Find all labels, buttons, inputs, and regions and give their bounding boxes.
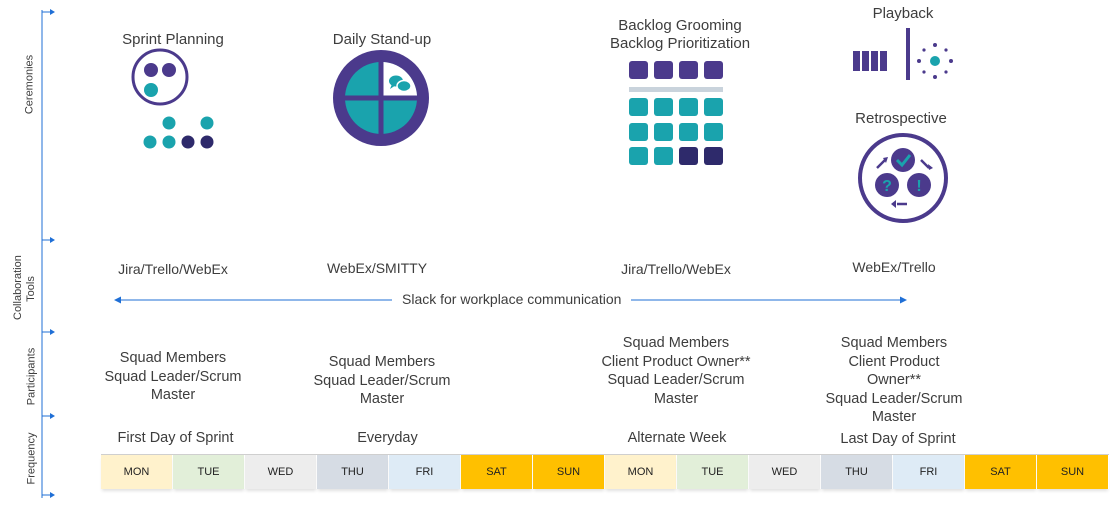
ceremony-title-daily-standup: Daily Stand-up — [332, 31, 432, 48]
svg-text:!: ! — [916, 178, 921, 195]
frequency-sprint-planning: First Day of Sprint — [117, 430, 234, 446]
frequency-backlog: Alternate Week — [627, 430, 727, 446]
calendar-day-mon: MON — [101, 455, 173, 489]
slack-label: Slack for workplace communication — [392, 291, 632, 307]
left-axis — [41, 9, 55, 498]
calendar-day-sun: SUN — [533, 455, 605, 489]
calendar-day-sat: SAT — [461, 455, 533, 489]
participant-line: Squad Leader/Scrum — [825, 390, 963, 407]
participant-line: Master — [359, 391, 405, 407]
ceremony-title-sprint-planning: Sprint Planning — [122, 31, 224, 48]
calendar-day-fri: FRI — [893, 455, 965, 489]
row-label-collaboration-text: Collaboration Tools — [12, 255, 37, 320]
participant-line: Squad Members — [840, 335, 948, 351]
participant-line: Owner** — [867, 372, 921, 388]
backlog-grid-icon — [629, 61, 723, 165]
calendar-day-sun: SUN — [1037, 455, 1109, 489]
participant-line: Squad Leader/Scrum — [313, 372, 451, 389]
svg-text:?: ? — [882, 178, 892, 195]
tool-backlog: Jira/Trello/WebEx — [621, 261, 731, 277]
daily-standup-icon — [333, 50, 429, 146]
participant-line: Squad Members — [622, 335, 730, 351]
participant-line: Client Product Owner** — [601, 353, 751, 370]
row-label-frequency: Frequency — [25, 432, 38, 485]
tool-daily-standup: WebEx/SMITTY — [326, 260, 428, 276]
participant-line: Squad Members — [328, 354, 436, 370]
calendar-day-tue: TUE — [173, 455, 245, 489]
ceremony-title-backlog-line1: Backlog Grooming — [618, 17, 742, 34]
calendar-day-tue: TUE — [677, 455, 749, 489]
frequency-playback: Last Day of Sprint — [840, 431, 956, 447]
calendar-day-thu: THU — [821, 455, 893, 489]
ceremony-title-retrospective: Retrospective — [855, 110, 947, 127]
calendar-day-wed: WED — [749, 455, 821, 489]
row-label-participants: Participants — [25, 347, 38, 406]
calendar-day-thu: THU — [317, 455, 389, 489]
participant-line: Client Product — [848, 353, 940, 370]
calendar-day-mon: MON — [605, 455, 677, 489]
retrospective-icon: ? ! — [858, 133, 948, 223]
frequency-daily-standup: Everyday — [357, 430, 418, 446]
participant-line: Master — [871, 409, 917, 425]
participant-line: Squad Leader/Scrum — [607, 372, 745, 388]
calendar-day-fri: FRI — [389, 455, 461, 489]
tool-playback: WebEx/Trello — [852, 259, 936, 275]
ceremony-title-playback: Playback — [872, 5, 934, 22]
calendar-day-sat: SAT — [965, 455, 1037, 489]
ceremony-title-backlog: Backlog Grooming Backlog Prioritization — [590, 17, 770, 53]
ceremony-title-backlog-line2: Backlog Prioritization — [609, 35, 751, 52]
tool-sprint-planning: Jira/Trello/WebEx — [118, 261, 228, 277]
row-label-collaboration-tools: Collaboration Tools — [12, 244, 38, 334]
playback-icon — [853, 28, 953, 80]
sprint-planning-icon — [131, 48, 214, 149]
participant-line: Master — [150, 387, 196, 403]
participant-line: Squad Leader/Scrum — [104, 368, 242, 385]
row-label-ceremonies: Ceremonies — [23, 54, 36, 115]
participant-line: Squad Members — [119, 350, 227, 366]
calendar-day-wed: WED — [245, 455, 317, 489]
participant-line: Master — [653, 390, 699, 407]
